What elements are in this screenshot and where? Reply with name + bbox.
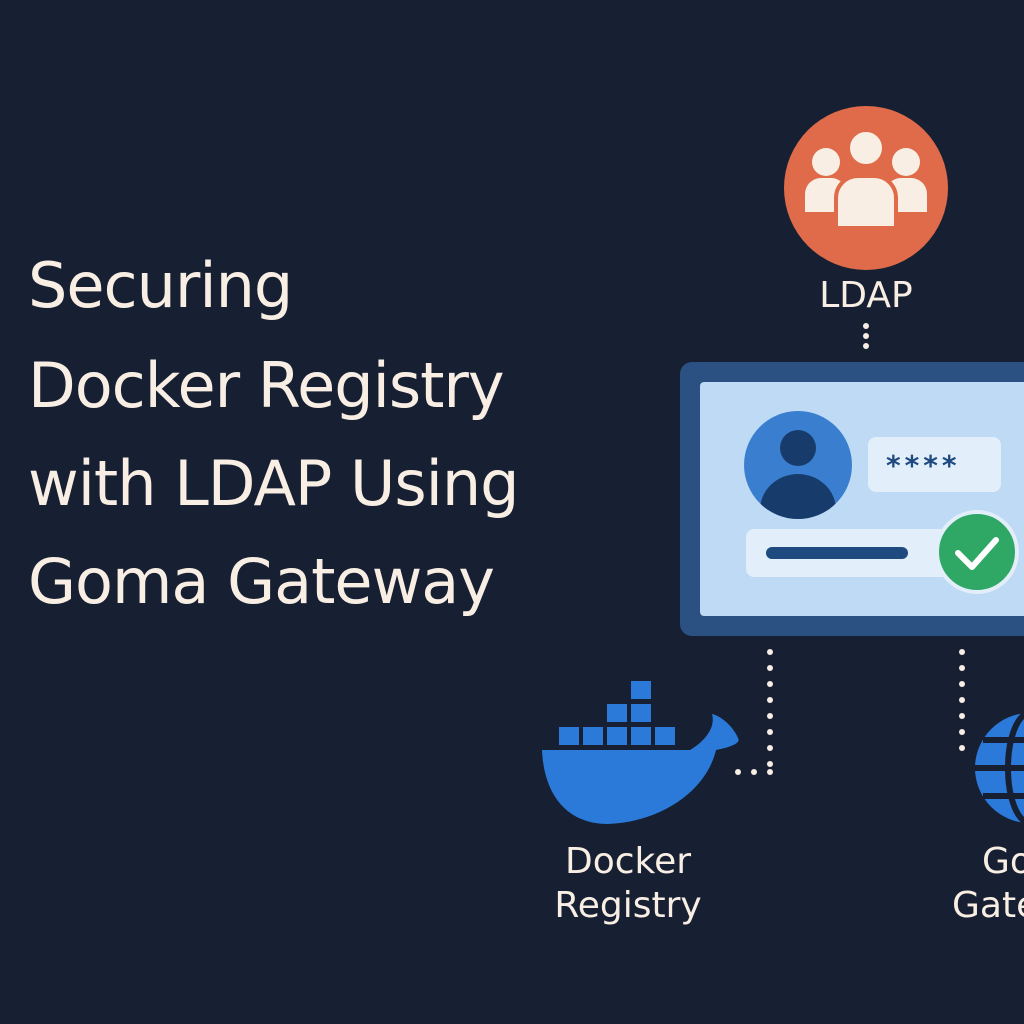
ldap-node — [784, 106, 948, 270]
docker-registry-label-line1: Docker — [564, 841, 692, 882]
connector-panel-to-gateway — [959, 649, 965, 751]
password-field — [868, 437, 1001, 492]
goma-gateway-label-line2: Gateway — [952, 885, 1024, 926]
user-avatar-icon — [744, 411, 852, 519]
goma-gateway-label-line1: Goma — [982, 841, 1024, 882]
docker-whale-icon — [542, 681, 739, 824]
connector-ldap-to-panel — [863, 323, 869, 349]
password-mask: **** — [886, 449, 961, 482]
title-line-3: with LDAP Using — [28, 447, 520, 520]
login-panel — [680, 362, 1024, 636]
connector-panel-to-docker — [735, 649, 773, 775]
ldap-label: LDAP — [819, 275, 913, 316]
title-line-2: Docker Registry — [28, 349, 505, 422]
globe-icon — [975, 711, 1024, 825]
checkmark-icon — [935, 510, 1019, 594]
docker-registry-label-line2: Registry — [554, 885, 702, 926]
user-group-icon — [805, 128, 927, 230]
title-line-4: Goma Gateway — [28, 545, 495, 618]
title-line-1: Securing — [28, 249, 293, 322]
username-placeholder-bar — [766, 547, 908, 559]
